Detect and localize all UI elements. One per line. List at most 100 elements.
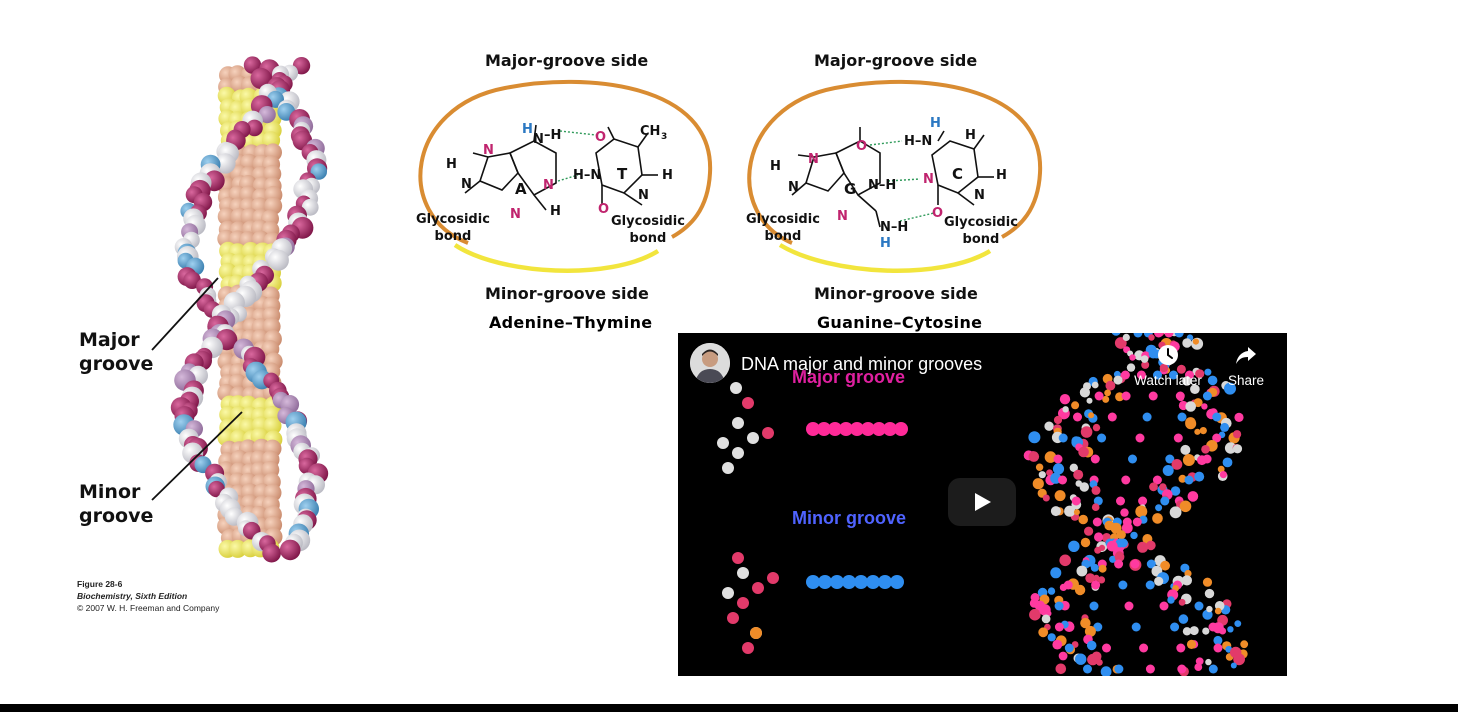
molecule-base-atom [1102,643,1111,653]
molecule-atom [1084,625,1096,637]
molecule-base-atom [1194,601,1204,611]
molecule-atom [1182,627,1192,636]
molecule-atom [1217,465,1225,473]
minor-base-atom [878,575,892,589]
video-title[interactable]: DNA major and minor grooves [741,354,983,374]
molecule-atom [1105,380,1116,391]
molecule-atom [1219,471,1227,479]
minor-base-atom [842,575,856,589]
molecule-atom [1171,459,1183,470]
molecule-atom [1169,506,1182,519]
molecule-atom [1182,338,1192,348]
molecule-atom [1091,485,1101,495]
minor-groove-label-line1: Minor [79,481,141,503]
at-base-a: A [515,180,527,198]
molecule-atom [1186,639,1197,649]
channel-avatar[interactable] [690,343,730,383]
share-arrow-icon [1236,347,1256,364]
molecule-atom [1041,614,1051,624]
minor-groove-pointer [151,411,243,501]
at-base-b: T [617,165,628,183]
molecule-base-atom [1169,370,1178,380]
molecule-atom [1160,560,1170,571]
sugar-atom-top [732,447,744,459]
molecule-base-atom [1128,454,1137,464]
molecule-base-atom [1160,496,1170,506]
major-base-atom [850,422,864,436]
svg-text:N: N [837,209,848,224]
molecule-atom [1059,394,1071,405]
molecule-base-atom [1213,643,1223,653]
molecule-atom [1194,471,1205,482]
molecule-atom [1213,635,1223,645]
molecule-atom [1204,588,1215,599]
minor-base-atom [890,575,904,589]
share-label: Share [1227,373,1265,388]
molecule-base-atom [1142,412,1152,422]
molecule-base-atom [1146,559,1156,569]
at-glycosidic-left-line1: Glycosidic [416,212,490,227]
molecule-base-atom [1136,370,1146,380]
molecule-atom [1113,375,1123,385]
molecule-atom [1201,403,1208,410]
sugar-atom-bottom [727,612,739,624]
clock-icon [1158,345,1178,365]
molecule-atom [1159,483,1167,491]
molecule-atom [1098,564,1107,573]
molecule-base-atom [1173,433,1183,443]
molecule-atom [1064,505,1076,517]
molecule-atom [1121,522,1133,534]
molecule-base-atom [1071,496,1081,506]
molecule-atom [1075,653,1087,665]
molecule-base-atom [1114,664,1124,674]
video-player[interactable]: Major groove Minor groove DNA major and … [678,333,1287,676]
overlay-minor-groove-label: Minor groove [792,508,907,528]
minor-base-atom [854,575,868,589]
at-major-groove-side-label: Major-groove side [485,51,649,70]
molecule-atom [1094,546,1102,554]
helix-backbone-atom [250,67,272,90]
molecule-base-atom [1053,454,1063,464]
svg-text:H: H [522,122,533,137]
caption-copyright: © 2007 W. H. Freeman and Company [77,603,220,613]
svg-text:H: H [996,168,1007,183]
molecule-base-atom [1118,538,1128,548]
molecule-atom [1092,423,1101,432]
molecule-atom [1178,598,1186,606]
molecule-atom [1114,552,1125,562]
molecule-atom [1227,626,1234,633]
molecule-atom [1185,401,1196,412]
molecule-base-atom [1092,517,1102,527]
molecule-atom [1126,363,1136,372]
molecule-base-atom [1130,559,1140,569]
molecule-atom [1042,494,1050,502]
watch-later-label: Watch later [1134,373,1202,388]
molecule-base-atom [1164,333,1174,338]
molecule-base-atom [1121,475,1131,485]
molecule-atom [1068,540,1080,552]
molecule-atom [1028,431,1041,444]
gc-glycosidic-left-line2: bond [764,229,802,244]
svg-text:H: H [550,204,561,219]
caption-edition: Biochemistry, Sixth Edition [77,591,188,601]
at-minor-groove-side-label: Minor-groove side [485,284,649,303]
gc-glycosidic-left-label: Glycosidic bond [746,211,820,245]
svg-text:H: H [446,157,457,172]
molecule-atom [1182,376,1192,386]
molecule-atom [1054,490,1066,502]
molecule-atom [1140,355,1149,363]
molecule-atom [1181,575,1192,586]
molecule-atom [1044,421,1054,431]
molecule-atom [1104,389,1111,397]
molecule-atom [1038,627,1049,638]
caption-title: Figure 28-6 [77,579,123,589]
molecule-base-atom [1148,349,1158,359]
watch-later-button[interactable]: Watch later [1128,343,1208,388]
at-methyl-subscript: 3 [661,132,667,142]
molecule-atom [1207,375,1218,386]
sugar-atom-bottom [737,597,749,609]
sugar-atom-top [747,432,759,444]
play-button[interactable] [948,478,1016,526]
at-methyl: CH [640,124,660,139]
share-button[interactable]: Share [1206,343,1286,388]
